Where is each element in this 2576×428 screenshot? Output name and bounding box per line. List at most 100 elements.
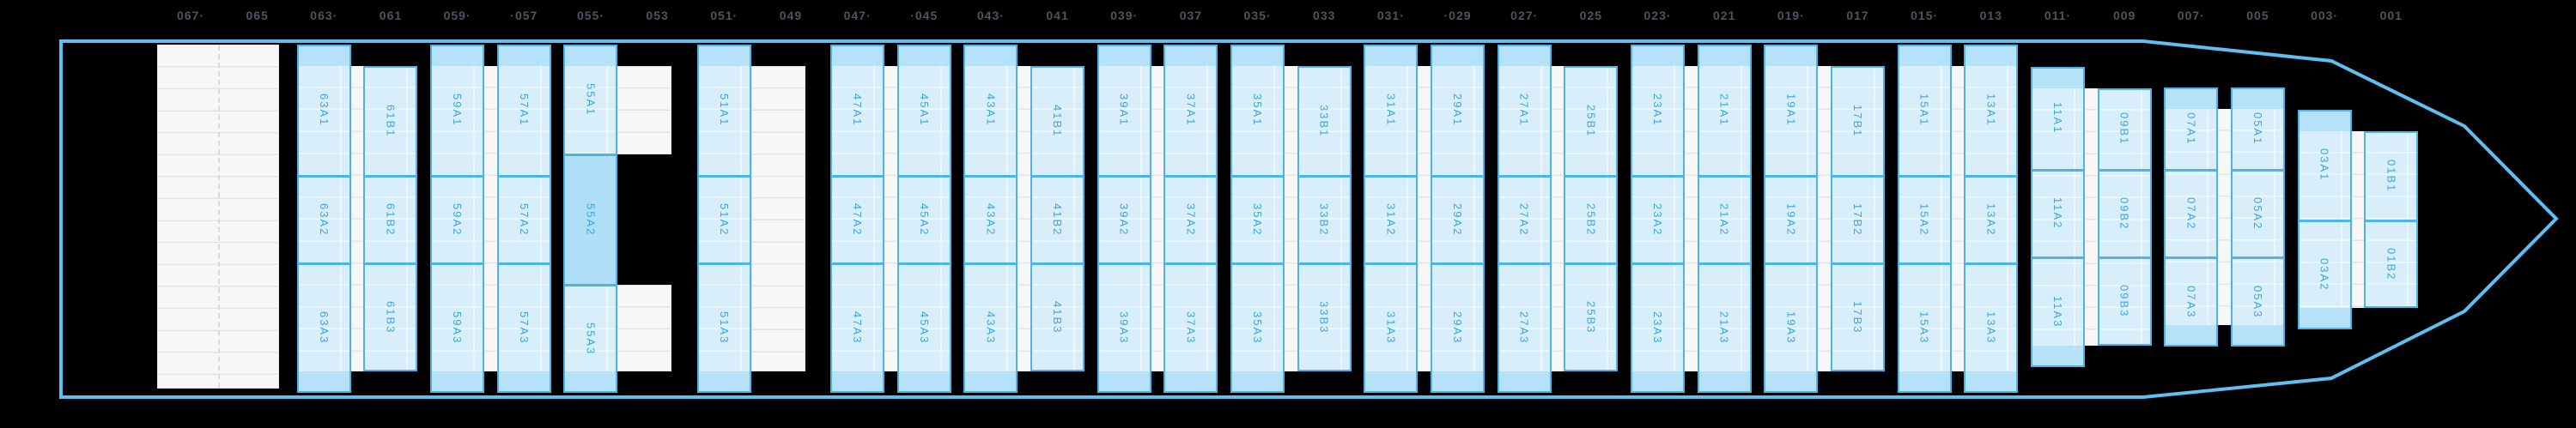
slot-01B2[interactable]: 01B2 (2385, 247, 2398, 281)
slot-27A1[interactable]: 27A1 (1517, 93, 1531, 127)
slot-25B2[interactable]: 25B2 (1584, 202, 1598, 237)
slot-11A2[interactable]: 11A2 (2050, 197, 2064, 230)
slot-41B2[interactable]: 41B2 (1051, 202, 1065, 237)
slot-divider (296, 262, 351, 265)
slot-51A2[interactable]: 51A2 (717, 202, 731, 237)
slot-61B3[interactable]: 61B3 (384, 300, 398, 335)
slot-15A2[interactable]: 15A2 (1917, 202, 1931, 237)
bay-number-029: ·029 (1443, 9, 1472, 22)
slot-29A3[interactable]: 29A3 (1451, 311, 1465, 345)
slot-07A1[interactable]: 07A1 (2184, 112, 2198, 146)
slot-63A1[interactable]: 63A1 (317, 93, 331, 127)
slot-01B1[interactable]: 01B1 (2385, 159, 2398, 193)
slot-21A1[interactable]: 21A1 (1717, 93, 1731, 127)
slot-37A3[interactable]: 37A3 (1184, 311, 1198, 345)
slot-09B2[interactable]: 09B2 (2117, 196, 2131, 231)
slot-45A1[interactable]: 45A1 (917, 93, 931, 127)
slot-59A3[interactable]: 59A3 (451, 311, 465, 345)
slot-25B1[interactable]: 25B1 (1584, 104, 1598, 138)
slot-31A3[interactable]: 31A3 (1384, 311, 1398, 345)
slot-45A2[interactable]: 45A2 (917, 202, 931, 237)
slot-59A2[interactable]: 59A2 (451, 202, 465, 237)
slot-divider (1364, 262, 1419, 265)
slot-33B3[interactable]: 33B3 (1317, 300, 1331, 335)
slot-17B2[interactable]: 17B2 (1851, 202, 1864, 237)
slot-27A2[interactable]: 27A2 (1517, 202, 1531, 237)
slot-59A1[interactable]: 59A1 (451, 93, 465, 127)
slot-47A2[interactable]: 47A2 (851, 202, 865, 237)
slot-61B1[interactable]: 61B1 (384, 104, 398, 138)
slot-45A3[interactable]: 45A3 (917, 311, 931, 345)
slot-41B3[interactable]: 41B3 (1051, 300, 1065, 335)
slot-57A2[interactable]: 57A2 (517, 202, 531, 237)
slot-09B3[interactable]: 09B3 (2117, 285, 2131, 318)
slot-row-grid (496, 66, 551, 371)
slot-33B2[interactable]: 33B2 (1317, 202, 1331, 237)
slot-27A3[interactable]: 27A3 (1517, 311, 1531, 345)
slot-19A2[interactable]: 19A2 (1784, 202, 1798, 237)
slot-row-grid (1097, 66, 1151, 371)
slot-37A1[interactable]: 37A1 (1184, 93, 1198, 127)
slot-55A3[interactable]: 55A3 (584, 322, 598, 356)
slot-55A2[interactable]: 55A2 (584, 202, 598, 237)
bay-number-041: 041 (1046, 9, 1069, 22)
slot-63A2[interactable]: 63A2 (317, 202, 331, 237)
slot-31A2[interactable]: 31A2 (1384, 202, 1398, 237)
slot-divider (963, 174, 1018, 178)
slot-29A1[interactable]: 29A1 (1451, 93, 1465, 127)
slot-09B1[interactable]: 09B1 (2117, 112, 2131, 146)
slot-05A1[interactable]: 05A1 (2251, 112, 2264, 146)
slot-column-line (1740, 66, 1742, 371)
slot-03A2[interactable]: 03A2 (2318, 258, 2331, 292)
slot-11A1[interactable]: 11A1 (2050, 102, 2064, 135)
slot-13A3[interactable]: 13A3 (1984, 311, 1998, 345)
slot-51A1[interactable]: 51A1 (717, 93, 731, 127)
slot-47A3[interactable]: 47A3 (851, 311, 865, 345)
slot-25B3[interactable]: 25B3 (1584, 300, 1598, 335)
slot-51A3[interactable]: 51A3 (717, 311, 731, 345)
slot-05A3[interactable]: 05A3 (2251, 285, 2264, 319)
slot-63A3[interactable]: 63A3 (317, 311, 331, 345)
slot-35A2[interactable]: 35A2 (1251, 202, 1265, 237)
slot-61B2[interactable]: 61B2 (384, 202, 398, 237)
slot-47A1[interactable]: 47A1 (851, 93, 865, 127)
slot-cap-bottom (896, 371, 951, 393)
slot-19A1[interactable]: 19A1 (1784, 93, 1798, 127)
slot-19A3[interactable]: 19A3 (1784, 311, 1798, 345)
slot-29A2[interactable]: 29A2 (1451, 202, 1465, 237)
slot-21A3[interactable]: 21A3 (1717, 311, 1731, 345)
slot-31A1[interactable]: 31A1 (1384, 93, 1398, 127)
slot-17B1[interactable]: 17B1 (1851, 104, 1864, 138)
slot-21A2[interactable]: 21A2 (1717, 202, 1731, 237)
slot-07A2[interactable]: 07A2 (2184, 196, 2198, 231)
slot-column-line (873, 66, 876, 371)
slot-37A2[interactable]: 37A2 (1184, 202, 1198, 237)
slot-23A2[interactable]: 23A2 (1651, 202, 1665, 237)
slot-13A2[interactable]: 13A2 (1984, 202, 1998, 237)
slot-39A2[interactable]: 39A2 (1117, 202, 1131, 237)
slot-23A3[interactable]: 23A3 (1651, 311, 1665, 345)
slot-43A3[interactable]: 43A3 (984, 311, 998, 345)
slot-35A1[interactable]: 35A1 (1251, 93, 1265, 127)
slot-55A1[interactable]: 55A1 (584, 82, 598, 117)
slot-03A1[interactable]: 03A1 (2318, 148, 2331, 182)
slot-41B1[interactable]: 41B1 (1051, 104, 1065, 138)
slot-23A1[interactable]: 23A1 (1651, 93, 1665, 127)
slot-17B3[interactable]: 17B3 (1851, 300, 1864, 335)
slot-13A1[interactable]: 13A1 (1984, 93, 1998, 127)
slot-15A3[interactable]: 15A3 (1917, 311, 1931, 345)
slot-43A1[interactable]: 43A1 (984, 93, 998, 127)
slot-11A3[interactable]: 11A3 (2050, 296, 2064, 329)
slot-35A3[interactable]: 35A3 (1251, 311, 1265, 345)
slot-05A2[interactable]: 05A2 (2251, 196, 2264, 231)
slot-57A1[interactable]: 57A1 (517, 93, 531, 127)
slot-15A1[interactable]: 15A1 (1917, 93, 1931, 127)
slot-column-line (1807, 66, 1809, 371)
slot-39A1[interactable]: 39A1 (1117, 93, 1131, 127)
slot-57A3[interactable]: 57A3 (517, 311, 531, 345)
slot-43A2[interactable]: 43A2 (984, 202, 998, 237)
bay-column-27: 27A1 27A2 27A3 (1497, 45, 1552, 393)
slot-39A3[interactable]: 39A3 (1117, 311, 1131, 345)
slot-07A3[interactable]: 07A3 (2184, 285, 2198, 319)
slot-33B1[interactable]: 33B1 (1317, 104, 1331, 138)
